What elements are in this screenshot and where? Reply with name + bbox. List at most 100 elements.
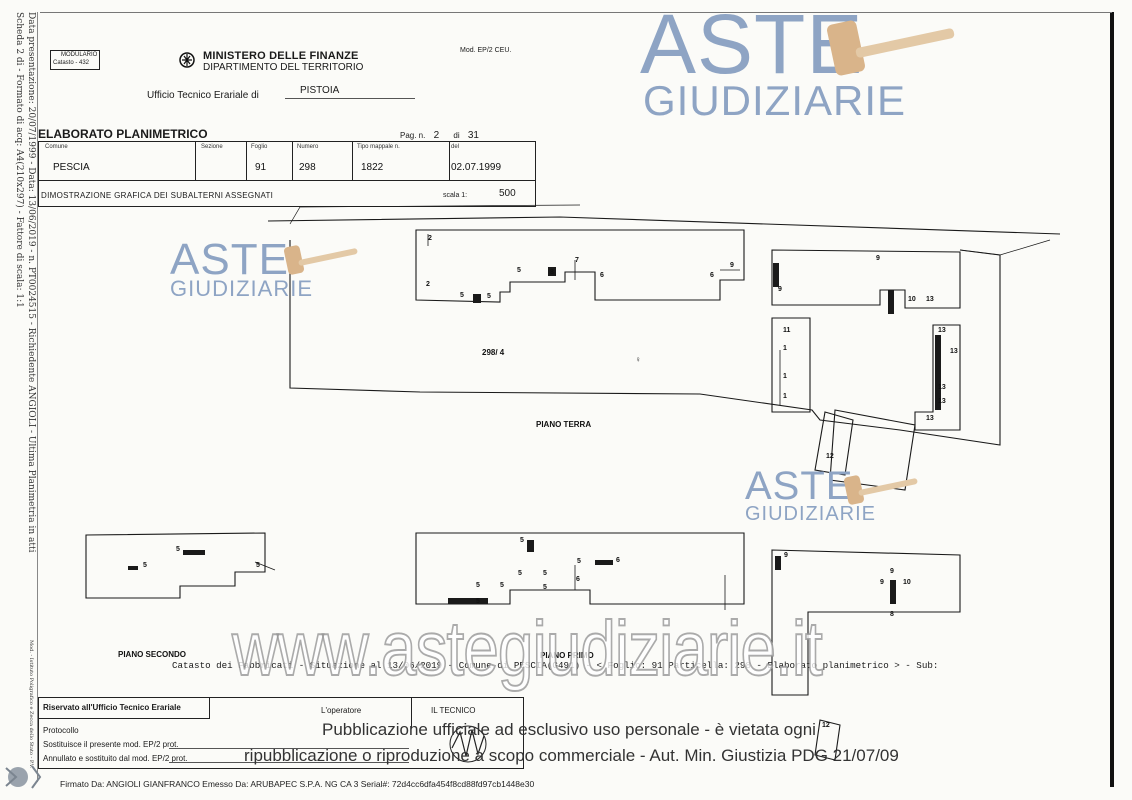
plan-secondo bbox=[85, 532, 266, 599]
lot-boundary bbox=[289, 240, 1001, 446]
sub-number: 5 bbox=[577, 558, 581, 565]
sub-number: 5 bbox=[543, 570, 547, 577]
ministry-title: MINISTERO DELLE FINANZE bbox=[203, 50, 359, 62]
sub-number: 9 bbox=[890, 568, 894, 575]
notice-line-1: Pubblicazione ufficiale ad esclusivo uso… bbox=[322, 720, 816, 739]
tecnico-divider bbox=[411, 698, 412, 728]
side-stamp-line-1: Data presentazione: 20/07/1999 - Data: 1… bbox=[26, 12, 36, 553]
technician-stamp bbox=[449, 725, 487, 763]
sub-number: 10 bbox=[903, 579, 911, 586]
sub-number: 5 bbox=[143, 562, 147, 569]
comune-value: PESCIA bbox=[53, 162, 90, 173]
plan-right bbox=[771, 549, 961, 696]
watermark-giudiziarie-right: GIUDIZIARIE bbox=[745, 503, 877, 525]
plan-primo bbox=[415, 532, 745, 605]
numero-value: 298 bbox=[299, 162, 316, 173]
info-table-col-3 bbox=[292, 142, 293, 180]
footer-header-row bbox=[39, 698, 210, 719]
footer-vertical-note: Mod. - Istituto Poligrafico e Zecca dell… bbox=[28, 640, 34, 769]
page-of: di bbox=[453, 131, 460, 140]
sub-number: 5 bbox=[520, 537, 524, 544]
sub-number: 9 bbox=[876, 255, 880, 262]
main-building bbox=[415, 229, 745, 303]
sub-number: 9 bbox=[784, 552, 788, 559]
page-num: 2 bbox=[433, 130, 440, 141]
sub-number: 9 bbox=[778, 286, 782, 293]
piano-secondo-label: PIANO SECONDO bbox=[118, 650, 187, 659]
del-value: 02.07.1999 bbox=[451, 162, 502, 173]
sub-number: 2 bbox=[428, 235, 432, 242]
page-number-label: Pag. n. 2 di 31 bbox=[400, 130, 479, 141]
tecnico-label: IL TECNICO bbox=[431, 706, 476, 715]
ufficio-value: PISTOIA bbox=[300, 85, 340, 96]
tipo-mappale-value: 1822 bbox=[361, 162, 384, 173]
mod-code: Mod. EP/2 CEU. bbox=[460, 47, 512, 54]
watermark-aste-right: ASTE bbox=[745, 464, 854, 508]
comune-label: Comune bbox=[45, 144, 68, 150]
footer-row-line-1 bbox=[169, 748, 409, 749]
foglio-label: Foglio bbox=[251, 144, 268, 150]
piano-primo-label: PIANO PRIMO bbox=[540, 651, 594, 660]
sub-number: 1 bbox=[783, 345, 787, 352]
ufficio-label: Ufficio Tecnico Erariale di bbox=[147, 90, 259, 101]
sub-number: 11 bbox=[783, 327, 791, 334]
numero-label: Numero bbox=[297, 144, 319, 150]
sub-number: 12 bbox=[826, 453, 834, 460]
side-stamp-line-2: Scheda 2 di - Formato di acq: A4(210x297… bbox=[14, 12, 24, 308]
tipo-mappale-label: Tipo mappale n. bbox=[357, 144, 400, 150]
signature-seal-icon bbox=[5, 765, 42, 789]
sub-number: 2 bbox=[426, 281, 430, 288]
page-right-border bbox=[1110, 12, 1114, 787]
sub-number: 9 bbox=[880, 579, 884, 586]
info-table-col-2 bbox=[246, 142, 247, 180]
info-table: Comune PESCIA Sezione Foglio 91 Numero 2… bbox=[38, 141, 536, 207]
scala-label: scala 1: bbox=[443, 192, 468, 199]
protocollo-label: Protocollo bbox=[43, 726, 79, 735]
watermark-aste-left: ASTE bbox=[170, 235, 289, 284]
gavel-icon bbox=[827, 20, 955, 76]
gavel-icon bbox=[284, 245, 358, 275]
sub-number: 1 bbox=[783, 373, 787, 380]
sub-number: 10 bbox=[908, 296, 916, 303]
catasto-line: Catasto dei Fabbricati - Situazione al 1… bbox=[172, 660, 939, 671]
info-table-col-4 bbox=[352, 142, 353, 180]
footer-row-line-2 bbox=[169, 762, 409, 763]
sub-number: 6 bbox=[576, 576, 580, 583]
road-line-1 bbox=[267, 216, 1061, 235]
sub-number: 5 bbox=[460, 292, 464, 299]
sub-number: 8 bbox=[550, 269, 554, 276]
del-label: del bbox=[451, 144, 460, 150]
sezione-label: Sezione bbox=[201, 144, 223, 150]
plan-right-sub-12 bbox=[814, 719, 841, 761]
sub-number: 5 bbox=[476, 598, 480, 605]
sub-number: 5 bbox=[256, 562, 260, 569]
page-label: Pag. n. bbox=[400, 131, 426, 140]
sub-number: 5 bbox=[176, 546, 180, 553]
sub-number: 13 bbox=[926, 415, 934, 422]
document-title: ELABORATO PLANIMETRICO bbox=[38, 127, 208, 141]
road-line-2 bbox=[289, 204, 581, 225]
block-1 bbox=[771, 317, 811, 413]
info-table-row-divider bbox=[39, 180, 535, 181]
sub-number: 13 bbox=[938, 327, 946, 334]
info-table-col-5 bbox=[449, 142, 450, 180]
modulario-label: MODULARIO bbox=[61, 52, 98, 58]
sub-number: 13 bbox=[926, 296, 934, 303]
sub-number: 5 bbox=[518, 570, 522, 577]
watermark-giudiziarie-top: GIUDIZIARIE bbox=[643, 77, 907, 124]
dimostrazione-label: DIMOSTRAZIONE GRAFICA DEI SUBALTERNI ASS… bbox=[41, 191, 274, 200]
watermark-giudiziarie-left: GIUDIZIARIE bbox=[170, 276, 314, 301]
sub-number: 13 bbox=[938, 398, 946, 405]
notice-line-2: ripubblicazione o riproduzione a scopo c… bbox=[244, 746, 899, 765]
piano-terra-label: PIANO TERRA bbox=[536, 420, 592, 429]
sub-number: 12 bbox=[822, 722, 830, 729]
gavel-icon bbox=[844, 475, 918, 505]
north-marker-icon: ♀ bbox=[635, 355, 641, 364]
ufficio-underline bbox=[285, 98, 415, 99]
sub-number: 7 bbox=[575, 257, 579, 264]
page-top-border bbox=[40, 12, 1112, 13]
watermark-url: www.astegiudiziarie.it bbox=[231, 604, 823, 692]
annullato-label: Annullato e sostituito dal mod. EP/2 pro… bbox=[43, 754, 188, 763]
riservato-label: Riservato all'Ufficio Tecnico Erariale bbox=[43, 703, 181, 712]
operatore-label: L'operatore bbox=[321, 706, 362, 715]
